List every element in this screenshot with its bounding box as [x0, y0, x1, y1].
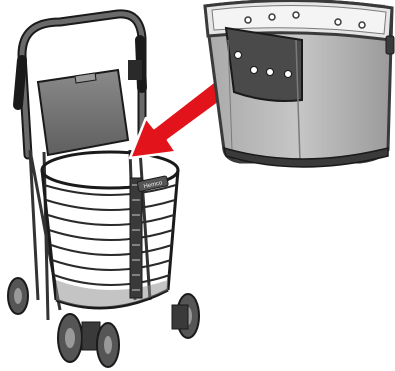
walker: Hemco: [8, 14, 199, 367]
bag-front-pocket: [226, 28, 302, 101]
bag-side-clip: [386, 36, 394, 54]
walker-seat-back: [38, 70, 128, 155]
walker-brake: [128, 60, 142, 80]
walker-wheel-rear-right: [172, 294, 199, 338]
walker-basket: Hemco: [42, 152, 178, 308]
basket-liner-bag: [205, 0, 394, 167]
walker-handle-grip-left: [18, 60, 22, 105]
walker-wheel-front-center: [97, 323, 119, 367]
walker-wheel-rear-left: [8, 278, 28, 314]
walker-wheel-front-left: [58, 314, 100, 362]
